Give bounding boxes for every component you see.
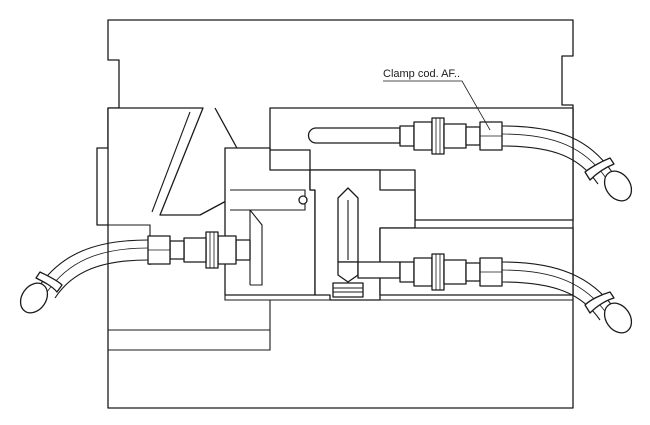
left-core-pin [298,195,308,205]
nozzle-tip [337,261,359,283]
hose-top-right [501,125,633,202]
clamp-callout-label: Clamp cod. AF.. [383,68,460,80]
nozzle-base-ring [332,282,364,298]
left-core-bore [249,209,263,286]
coupling-top-right [399,117,481,155]
coupling-left [169,231,251,269]
hose-bottom-right [501,261,633,334]
lower-floor-step [224,295,271,330]
hose-left [19,239,149,314]
coupling-bottom-right [399,253,481,291]
clamp-top-right [479,121,503,151]
clamp-bottom-right [479,257,503,287]
bottom-cooling-channel [357,261,401,279]
plate-step-lower [108,329,271,351]
top-cooling-channel [307,127,401,144]
guide-edge [151,111,191,213]
left-core-block [224,147,316,296]
clamp-callout-leader [383,80,491,131]
clamp-left [147,235,171,265]
